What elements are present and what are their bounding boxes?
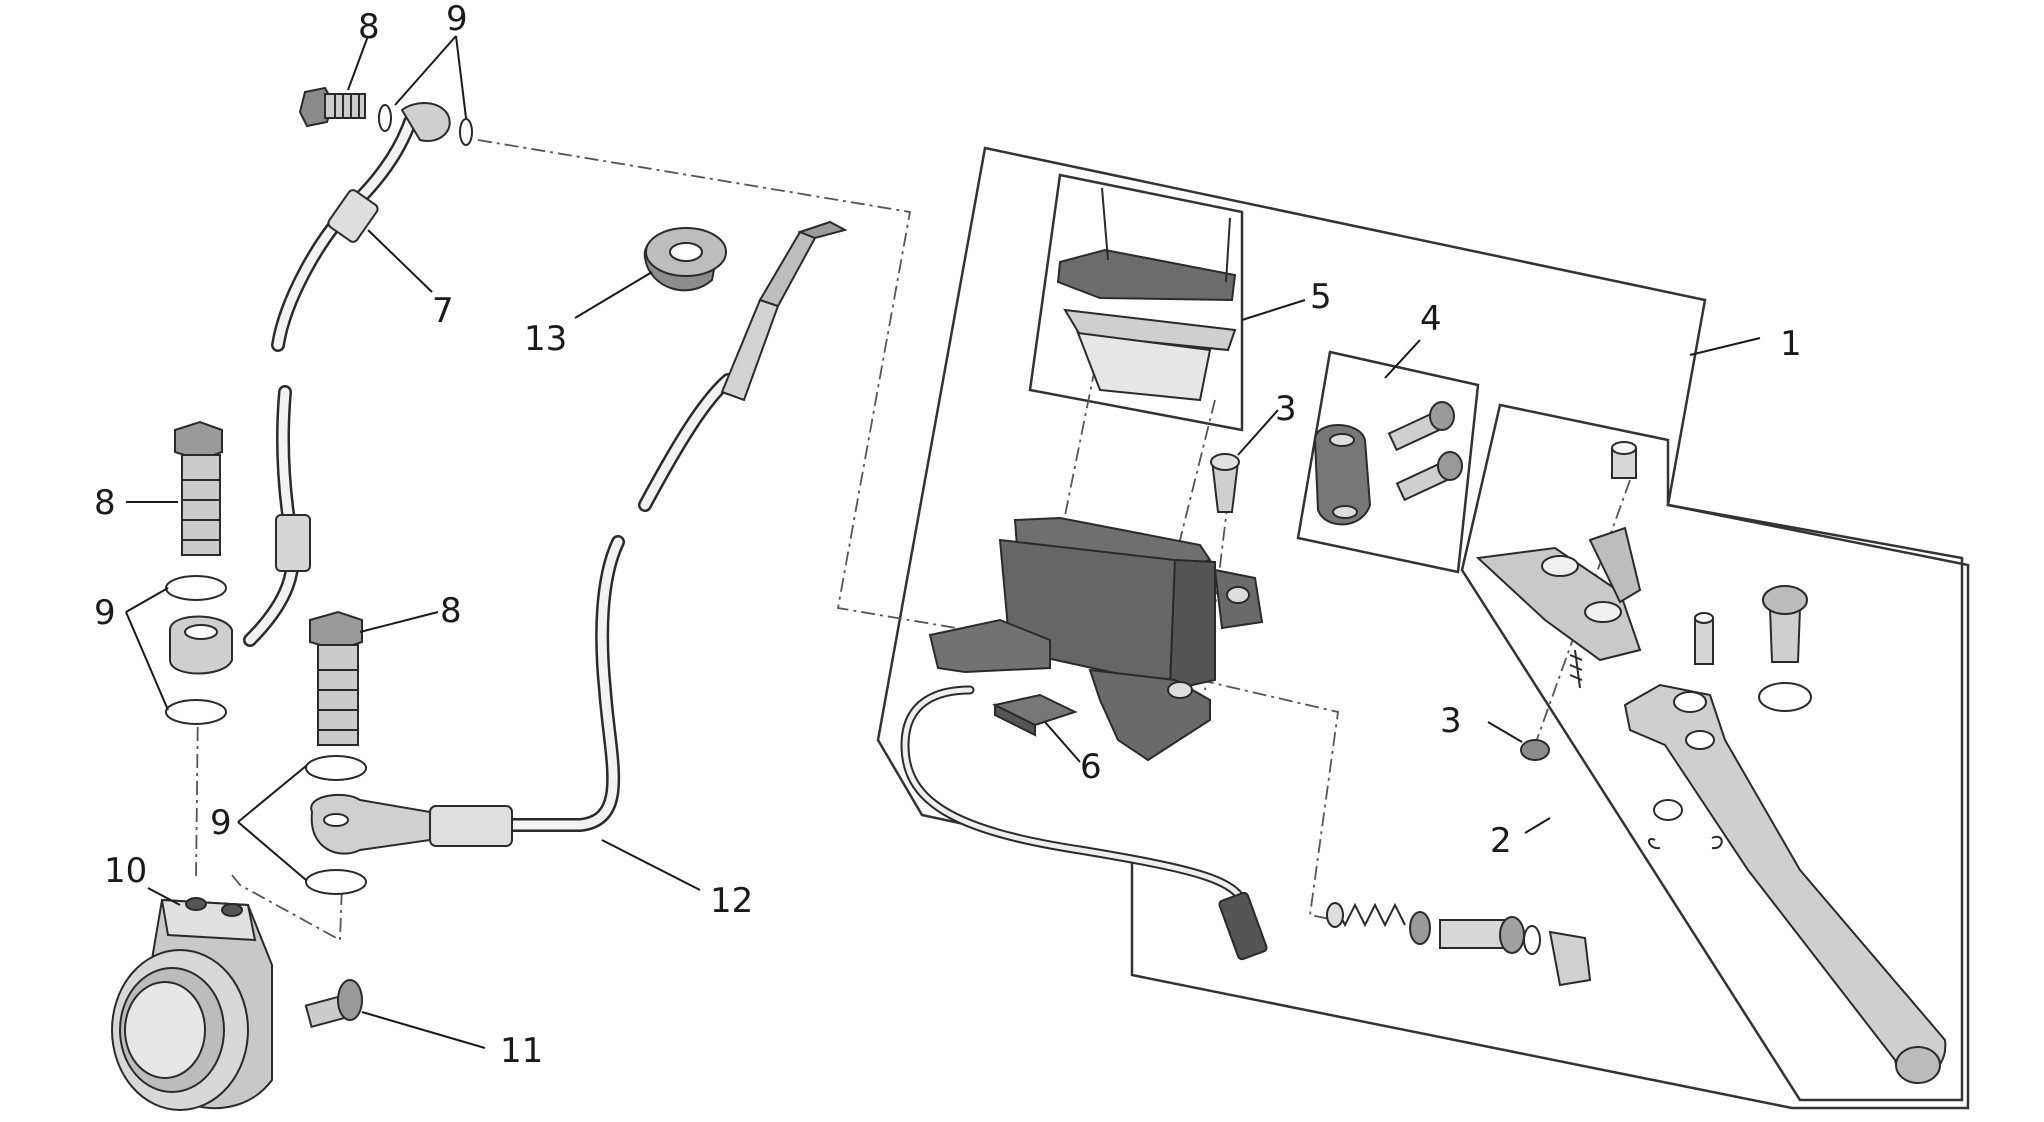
reservoir-cap-5 [1056,187,1237,402]
screw-3-lower [1520,739,1550,761]
callout-1: 1 [1780,324,1802,364]
hose-12 [310,220,848,855]
callout-9-middle: 9 [210,803,232,843]
callout-7: 7 [432,291,454,331]
assembly-line-cap-left [1059,367,1096,541]
middle-left-banjo-bolt [165,420,227,725]
callout-9-left: 9 [94,593,116,633]
callout-9-top: 9 [446,0,468,39]
lever-assembly-2 [1475,441,1947,1084]
callout-8-middle: 8 [440,591,462,631]
assembly-line-piston [1199,679,1340,921]
callout-8-left: 8 [94,483,116,523]
grommet-13 [643,227,727,292]
hose-7 [169,102,451,675]
hose-12-fitting [429,805,513,847]
callout-2: 2 [1490,821,1512,861]
middle-right-banjo-bolt [305,610,367,895]
assembly-frame-2 [1460,403,1964,1102]
callout-11: 11 [500,1031,543,1071]
screw-11 [304,979,363,1029]
group-frames [876,146,1970,1110]
callout-12: 12 [710,881,753,921]
hose-12-bleed-fitting [720,298,780,402]
assembly-line-banjo-to-master [477,139,969,631]
switch-6-and-wiring [900,685,1268,961]
callout-labels: 1 2 3 3 4 5 6 7 8 9 8 9 8 9 10 11 12 13 [94,0,1802,1071]
hose-7-upper-banjo [400,102,451,142]
master-cylinder-body [928,453,1264,762]
callout-13: 13 [524,319,567,359]
assembly-frame-5 [1028,173,1244,432]
assembly-line-cap-right [1174,399,1216,561]
callout-3-upper: 3 [1275,389,1297,429]
slave-cylinder-10 [111,897,273,1111]
callout-5: 5 [1310,277,1332,317]
callout-4: 4 [1420,299,1442,339]
clamp-4 [1313,401,1463,526]
callout-3-lower: 3 [1440,701,1462,741]
callout-8-top: 8 [358,7,380,47]
leader-lines [125,35,1761,1049]
assembly-frame-1 [876,146,1970,1110]
hose-7-sleeve [327,189,379,243]
callout-6: 6 [1080,747,1102,787]
top-banjo-bolt [298,86,473,146]
assembly-frame-4 [1296,350,1480,574]
hose-7-fitting [275,514,311,572]
assembly-line-slave-left [195,699,199,881]
callout-10: 10 [104,851,147,891]
assembly-line-screw-3 [1204,499,1229,691]
assembly-line-slave-right [231,874,343,942]
piston-kit [1326,902,1592,987]
